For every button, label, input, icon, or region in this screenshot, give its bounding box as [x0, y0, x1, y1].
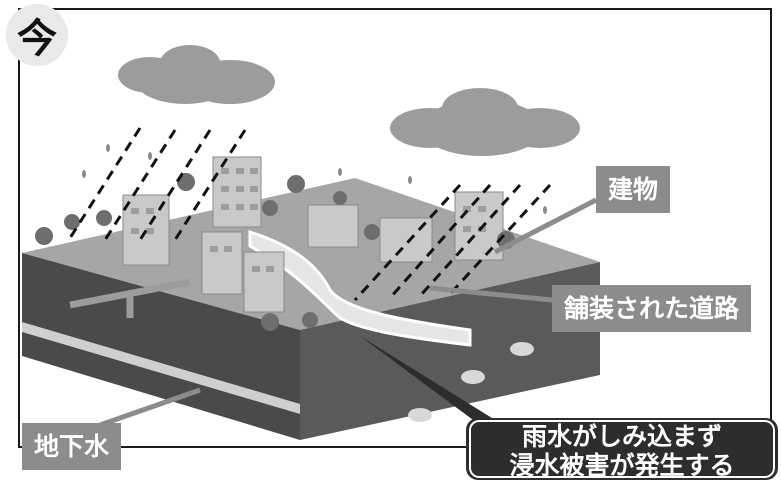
callout-line-1: 雨水がしみ込まず — [521, 422, 722, 451]
label-groundwater: 地下水 — [22, 423, 122, 470]
label-building: 建物 — [596, 166, 671, 213]
groundwater-pointer — [99, 387, 201, 428]
label-paved-road: 舗装された道路 — [552, 285, 752, 332]
callout-line-2: 浸水被害が発生する — [509, 451, 735, 480]
groundwater-layer — [22, 322, 300, 414]
ground-right-face — [300, 262, 600, 440]
road-pointer — [429, 285, 553, 303]
now-badge: 今 — [6, 4, 68, 66]
flood-water — [248, 229, 472, 347]
building-windows — [131, 168, 486, 272]
callout-pointer — [360, 336, 508, 434]
rain-icon — [68, 127, 552, 302]
cloud-icon — [118, 45, 275, 104]
pipe-icon — [69, 278, 191, 318]
building-pointer — [493, 197, 598, 255]
cloud-icon — [390, 88, 580, 156]
drain-holes — [408, 342, 534, 422]
rain-drops — [82, 144, 547, 214]
flood-callout: 雨水がしみ込まず 浸水被害が発生する — [468, 419, 776, 480]
